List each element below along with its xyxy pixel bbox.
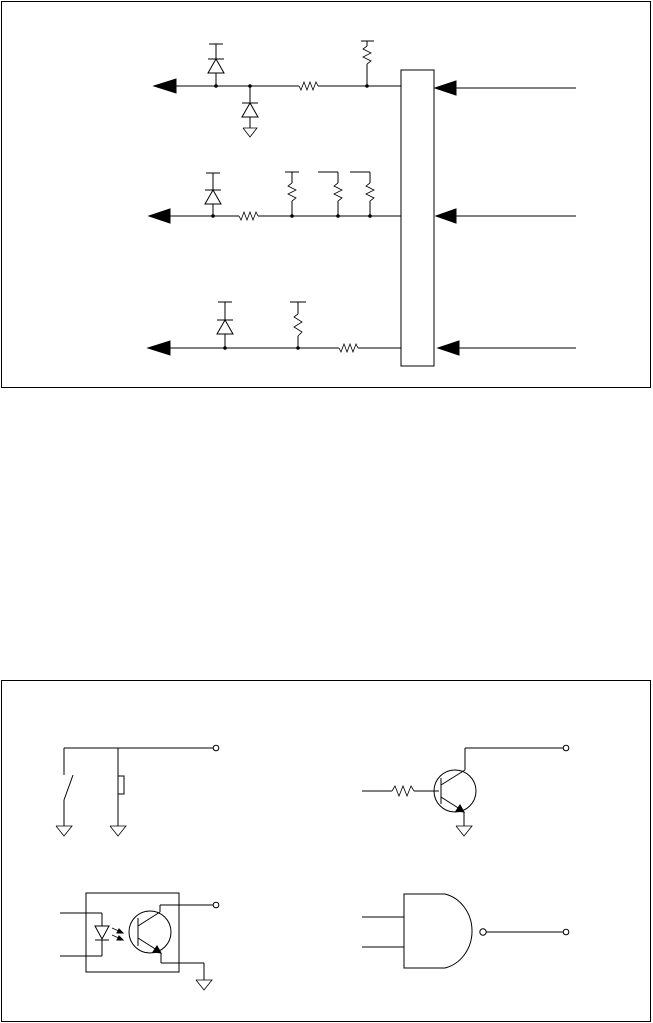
channel-2-input-arrow — [436, 209, 456, 223]
channel-2-supply-diode — [205, 190, 221, 204]
transistor-ground — [456, 826, 472, 836]
bottom-panel — [2, 681, 651, 1022]
channel-2-pullup-resistor-3 — [366, 183, 374, 201]
transistor-output-terminal — [563, 745, 569, 751]
base-resistor — [392, 786, 414, 796]
channel-1-pullup-resistor — [363, 46, 371, 64]
channel-3 — [148, 302, 576, 355]
nand-inversion-bubble — [480, 929, 486, 935]
switch-contacts-circuit — [56, 745, 219, 836]
phototransistor-emitter-arrow — [153, 946, 161, 953]
top-panel-frame — [2, 2, 651, 388]
nand-output-terminal — [563, 929, 569, 935]
bottom-panel-frame — [2, 681, 651, 1022]
channel-2-pullup-resistor-1 — [288, 183, 296, 201]
channel-3-input-arrow — [438, 341, 459, 355]
led-symbol — [95, 926, 109, 939]
transistor-emitter-arrow — [456, 805, 464, 812]
switch-output-terminal — [213, 745, 219, 751]
channel-3-pullup-resistor — [294, 314, 302, 336]
optocoupler-ground — [196, 980, 212, 990]
open-collector-circuit — [362, 745, 569, 836]
channel-2-pullup-resistor-2 — [334, 183, 342, 201]
channel-2-output-arrow — [149, 209, 170, 223]
nand-gate-body — [404, 894, 472, 968]
channel-1-series-resistor — [299, 82, 318, 90]
channel-3-series-resistor — [339, 344, 358, 352]
phototransistor-body — [129, 911, 171, 953]
phototransistor-collector-lead — [138, 912, 160, 926]
channel-1-output-arrow — [154, 79, 176, 93]
top-panel — [2, 2, 651, 388]
toggle-switch-ground — [56, 826, 72, 836]
channel-2 — [149, 172, 576, 223]
channel-1 — [154, 41, 576, 137]
channel-1-supply-diode — [208, 59, 224, 73]
channel-3-output-arrow — [148, 341, 170, 355]
toggle-switch-blade — [64, 775, 73, 800]
channel-1-input-arrow — [435, 81, 456, 95]
channel-1-ground-symbol — [243, 128, 257, 137]
channel-2-series-resistor — [239, 212, 258, 220]
connector-block — [401, 70, 434, 366]
channel-1-ground-diode — [242, 103, 258, 117]
optocoupler-output-terminal — [213, 902, 219, 908]
push-button-ground — [110, 826, 126, 836]
nand-gate-circuit — [362, 894, 569, 968]
optocoupler-circuit — [60, 893, 219, 990]
push-button-contact — [118, 776, 124, 794]
channel-3-supply-diode — [217, 320, 233, 334]
